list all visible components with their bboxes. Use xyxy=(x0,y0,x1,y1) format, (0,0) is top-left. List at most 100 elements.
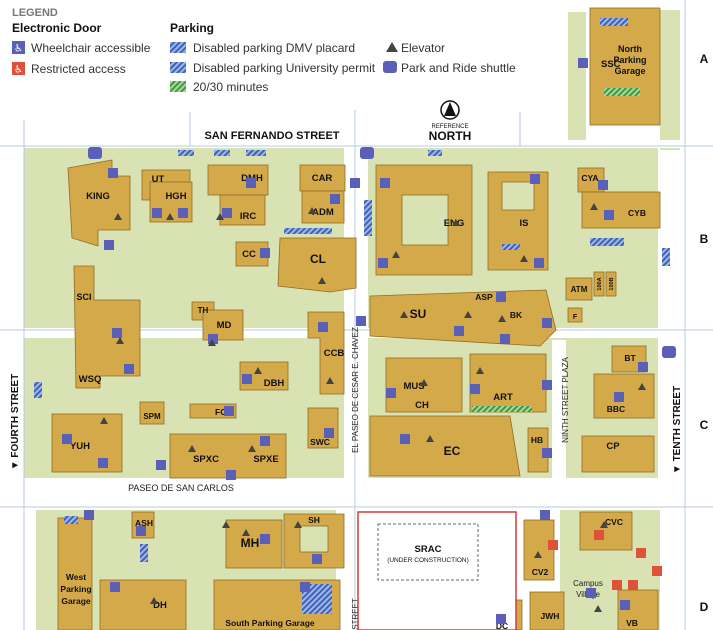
label-asp: ASP xyxy=(475,292,493,302)
label-ch: CH xyxy=(415,400,429,411)
label-md: MD xyxy=(217,320,232,331)
label-ut: UT xyxy=(152,174,165,185)
label-npg-2: Parking xyxy=(613,55,646,65)
north-line2: NORTH xyxy=(429,129,472,143)
wheelchair-icon xyxy=(496,292,506,302)
building-spm[interactable] xyxy=(139,401,165,425)
restricted-icons xyxy=(548,530,662,590)
label-campus-village-1: Campus xyxy=(573,579,603,588)
building-su[interactable] xyxy=(369,289,557,347)
label-is: IS xyxy=(520,218,529,229)
label-mus: MUS xyxy=(403,381,424,392)
building-100a[interactable] xyxy=(593,271,605,297)
shuttle-icon xyxy=(383,61,397,73)
elevator-icon xyxy=(600,521,608,528)
building-ccb[interactable] xyxy=(307,311,345,395)
building-cp[interactable] xyxy=(581,435,655,473)
building-npg[interactable] xyxy=(589,7,661,126)
elevator-icon xyxy=(116,337,124,344)
wheelchair-icon xyxy=(156,460,166,470)
wheelchair-icon xyxy=(104,240,114,250)
building-sci[interactable] xyxy=(73,265,141,389)
building-mh[interactable] xyxy=(225,519,283,569)
parking-stripes xyxy=(34,18,670,614)
wheelchair-icon xyxy=(300,582,310,592)
elevator-icon xyxy=(520,255,528,262)
elevator-icon xyxy=(590,203,598,210)
building-atm[interactable] xyxy=(565,277,593,301)
elevator-icon xyxy=(426,435,434,442)
elevator-icon xyxy=(208,339,216,346)
wheelchair-icon xyxy=(222,208,232,218)
label-ccb: CCB xyxy=(324,348,345,359)
label-srac-note: (UNDER CONSTRUCTION) xyxy=(387,557,469,564)
legend-title: LEGEND xyxy=(12,7,58,19)
srac-site xyxy=(357,511,517,630)
grid-row-a: A xyxy=(700,52,709,66)
wheelchair-icon xyxy=(224,406,234,416)
wheelchair-icon xyxy=(84,510,94,520)
building-wpg[interactable] xyxy=(57,517,93,630)
street-tenth: ▼ TENTH STREET xyxy=(672,386,683,474)
building-cl[interactable] xyxy=(277,237,357,293)
label-wsq: WSQ xyxy=(79,374,102,385)
wheelchair-icon xyxy=(312,554,322,564)
label-king: KING xyxy=(86,191,110,202)
wheelchair-icon xyxy=(530,174,540,184)
building-art[interactable] xyxy=(469,353,547,413)
legend-wheelchair: Wheelchair accessible xyxy=(31,41,151,55)
wheelchair-icon xyxy=(226,470,236,480)
dmv-parking-swatch xyxy=(170,42,186,53)
wheelchair-icon xyxy=(380,178,390,188)
building-f[interactable] xyxy=(567,307,583,323)
label-100a: 100A xyxy=(597,277,603,290)
label-srac: SRAC xyxy=(415,544,442,555)
wheelchair-icon xyxy=(110,582,120,592)
buildings xyxy=(51,7,661,630)
wheelchair-icon xyxy=(12,41,25,54)
grid-row-b: B xyxy=(700,232,709,246)
street-san-fernando: SAN FERNANDO STREET xyxy=(204,130,339,142)
elevator-icon xyxy=(100,417,108,424)
label-bt: BT xyxy=(624,353,636,363)
label-cp: CP xyxy=(606,441,620,452)
elevator-icon xyxy=(248,445,256,452)
grid-row-c: C xyxy=(700,418,709,432)
legend-parking-heading: Parking xyxy=(170,21,214,35)
university-parking-swatch xyxy=(170,62,186,73)
label-cvc: CVC xyxy=(605,517,623,527)
restricted-access-icon xyxy=(612,580,622,590)
building-ec[interactable] xyxy=(369,415,521,477)
street-ninth: NINTH STREET PLAZA xyxy=(561,357,570,443)
label-bk: BK xyxy=(510,310,523,320)
building-dmh[interactable] xyxy=(207,164,269,196)
building-cvc[interactable] xyxy=(579,511,633,551)
elevator-icon xyxy=(392,251,400,258)
wheelchair-icon xyxy=(400,434,410,444)
building-100b[interactable] xyxy=(605,271,617,297)
wheelchair-icon xyxy=(178,208,188,218)
label-sh: SH xyxy=(308,515,320,525)
legend-university: Disabled parking University permit xyxy=(193,61,376,75)
label-cya: CYA xyxy=(581,173,598,183)
legend-shuttle: Park and Ride shuttle xyxy=(401,61,516,75)
wheelchair-icon xyxy=(542,318,552,328)
wheelchair-icon xyxy=(242,374,252,384)
label-hgh: HGH xyxy=(165,191,186,202)
label-vb: VB xyxy=(626,618,638,628)
elevator-icon xyxy=(638,383,646,390)
building-jwh[interactable] xyxy=(529,591,565,630)
restricted-access-icon xyxy=(628,580,638,590)
label-spm: SPM xyxy=(143,412,161,421)
building-king[interactable] xyxy=(67,159,131,247)
elevator-icon xyxy=(294,521,302,528)
wheelchair-icons xyxy=(62,58,648,624)
street-paseo-chavez: EL PASEO DE CESAR E. CHAVEZ xyxy=(351,327,360,453)
building-car[interactable] xyxy=(299,164,346,192)
minutes-parking-swatch xyxy=(170,81,186,92)
building-bt[interactable] xyxy=(611,345,647,373)
label-car: CAR xyxy=(312,173,333,184)
label-jwh: JWH xyxy=(541,611,560,621)
svg-text:♿: ♿ xyxy=(14,44,23,55)
label-irc: IRC xyxy=(240,211,257,222)
